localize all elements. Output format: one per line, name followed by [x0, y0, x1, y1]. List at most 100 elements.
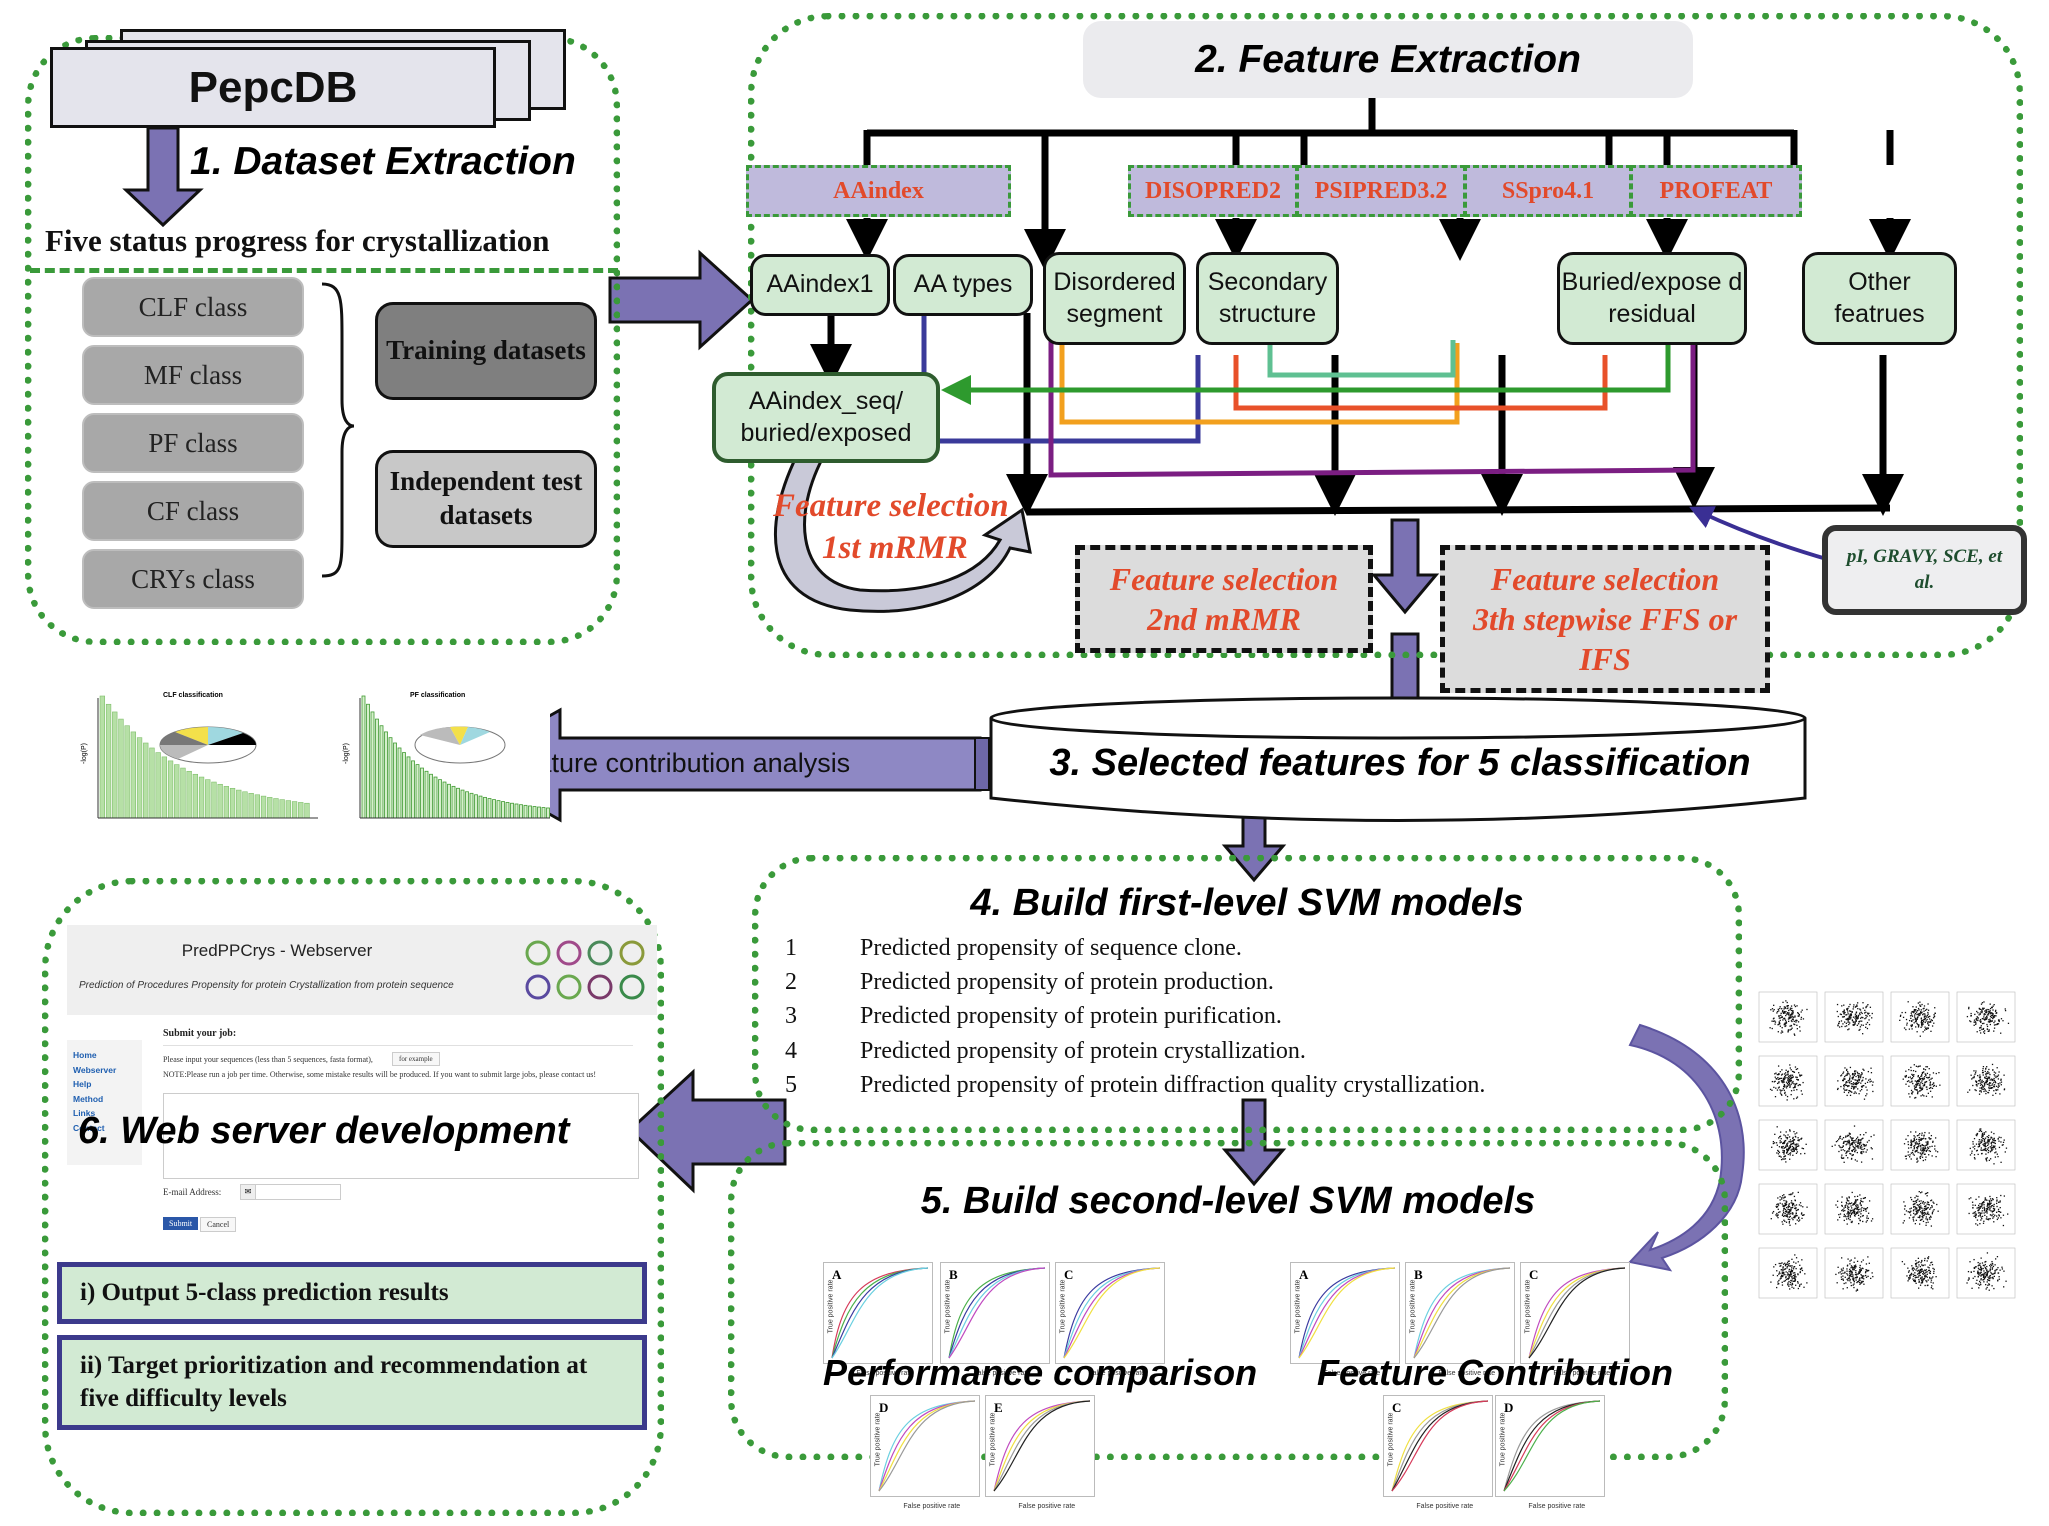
other-props-box: pI, GRAVY, SCE, et al. [1822, 525, 2027, 615]
nav-links[interactable]: Links [73, 1108, 96, 1118]
contribution-bar [487, 798, 492, 819]
scatter-points [1831, 1125, 1875, 1163]
contribution-bar [429, 773, 433, 819]
scatter-cell [1824, 991, 1884, 1043]
contribution-bar [112, 711, 118, 819]
roc-xlabel: False positive rate [1528, 1503, 1586, 1510]
fs2-label: Feature selection [1109, 561, 1339, 597]
contribution-bar [370, 711, 375, 819]
contribution-bar [406, 756, 411, 819]
roc-curve [948, 1267, 1046, 1359]
tool-aaindex: AAindex [746, 165, 1011, 217]
contribution-bar [469, 792, 474, 819]
contribution-bar [180, 767, 186, 819]
fs3-box: Feature selection 3th stepwise FFS or IF… [1440, 545, 1770, 693]
roc-curve [1528, 1267, 1626, 1359]
nav-webserver[interactable]: Webserver [73, 1064, 117, 1075]
contribution-bar [451, 785, 456, 819]
scatter-matrix-svg [1758, 991, 2016, 1299]
step3-cylinder [989, 696, 1807, 822]
contribution-bar [223, 786, 229, 819]
scatter-points [1899, 1001, 1936, 1037]
roc-curve [878, 1400, 976, 1492]
feature-disordered-segment: Disordered segment [1043, 252, 1186, 345]
contribution-bar [279, 799, 285, 819]
contribution-bar [361, 695, 366, 819]
scatter-cell [1956, 1183, 2016, 1235]
step5-title: 5. Build second-level SVM models [920, 1180, 1536, 1222]
contribution-bar [291, 801, 298, 819]
feature-tree-lines [810, 98, 1911, 516]
submit-divider [163, 1045, 633, 1046]
contribution-bar [474, 794, 478, 819]
contribution-bar [118, 718, 124, 819]
feature-aaindex1: AAindex1 [750, 254, 890, 316]
roc-curve [948, 1267, 1046, 1359]
roc-panel-label: A [832, 1267, 842, 1282]
fs1-label: Feature selection [773, 488, 1009, 524]
roc-xlabel: False positive rate [1018, 1503, 1076, 1510]
roc-panel-label: A [1299, 1267, 1309, 1282]
contribution-bar [211, 781, 217, 819]
contribution-bar [384, 731, 388, 819]
contribution-bar [523, 804, 528, 819]
contribution-bar [217, 783, 223, 819]
contribution-bar [167, 760, 174, 819]
scatter-points [1966, 1252, 2007, 1291]
scatter-cell [1824, 1119, 1884, 1171]
roc-curve [831, 1267, 929, 1359]
contribution-bar [273, 798, 279, 819]
contribution-bar [267, 797, 273, 819]
contribution-bar [136, 737, 143, 819]
note-text: NOTE:Please run a job per time. Otherwis… [163, 1070, 597, 1079]
roc-curve [1413, 1267, 1511, 1359]
roc-panel-label: B [949, 1267, 958, 1282]
panel-second-level-svm [728, 1140, 1728, 1460]
class-cf: CF class [82, 481, 304, 541]
output-item-2: ii) Target prioritization and recommenda… [57, 1335, 647, 1430]
nav-help[interactable]: Help [73, 1079, 92, 1089]
roc-ylabel: True positive rate [1294, 1279, 1302, 1334]
roc-panel-label: E [994, 1400, 1003, 1415]
email-label: E-mail Address: [163, 1187, 222, 1197]
contribution-bar [424, 770, 429, 819]
contribution-bar [505, 802, 510, 819]
feature-contribution-label: Feature contribution analysis [505, 748, 851, 778]
contribution-bar [143, 742, 149, 819]
scatter-points [1968, 1194, 2009, 1227]
fs2-method: 2nd mRMR [1147, 601, 1301, 637]
contribution-bar [433, 776, 438, 819]
cancel-button[interactable]: Cancel [200, 1217, 237, 1232]
contribution-bar [519, 804, 523, 819]
contribution-bar [174, 764, 180, 819]
nav-home[interactable]: Home [73, 1050, 97, 1060]
contribution-bar [205, 779, 211, 819]
class-mf: MF class [82, 345, 304, 405]
output-item-1: i) Output 5-class prediction results [57, 1262, 647, 1324]
contribution-bar [99, 695, 105, 819]
contribution-bar [447, 783, 451, 819]
roc-curve [948, 1267, 1046, 1359]
submit-button[interactable]: Submit [163, 1217, 199, 1230]
independent-test-datasets: Independent test datasets [375, 450, 597, 548]
email-input[interactable] [255, 1184, 341, 1200]
contribution-bar [393, 742, 397, 819]
contribution-bar [442, 781, 447, 819]
scatter-cell [1758, 991, 1818, 1043]
contribution-bar [397, 747, 402, 819]
contribution-bar [229, 787, 236, 819]
nav-contact[interactable]: Contact [73, 1122, 105, 1133]
scatter-points [1836, 1066, 1874, 1100]
sequence-input[interactable] [163, 1093, 639, 1179]
contribution-bar [198, 776, 205, 819]
for-example-button[interactable]: for example [392, 1052, 440, 1066]
roc-curve [1063, 1267, 1161, 1359]
contribution-bar [161, 756, 167, 819]
contribution-bar [248, 793, 254, 819]
roc-curve [1391, 1400, 1489, 1492]
nav-method[interactable]: Method [73, 1093, 104, 1104]
